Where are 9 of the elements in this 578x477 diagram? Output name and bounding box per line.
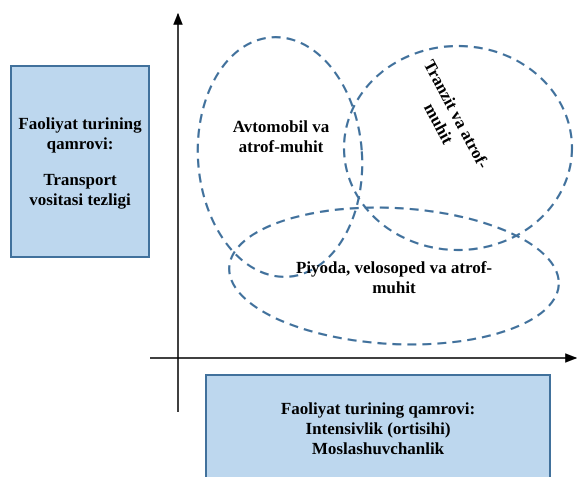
box-text: Moslashuvchanlik	[312, 439, 444, 459]
box-heading: Faoliyat turining qamrovi:	[18, 114, 142, 154]
ellipse-label: Avtomobil va atrof-muhit	[232, 117, 330, 157]
box-text: Transport vositasi tezligi	[28, 170, 132, 210]
label-box	[10, 65, 150, 258]
ellipse-label: Piyoda, velosoped va atrof-muhit	[294, 258, 494, 298]
box-heading: Faoliyat turining qamrovi:	[280, 399, 476, 419]
box-text: Intensivlik (ortisihi)	[306, 419, 450, 439]
label-box	[205, 374, 551, 477]
